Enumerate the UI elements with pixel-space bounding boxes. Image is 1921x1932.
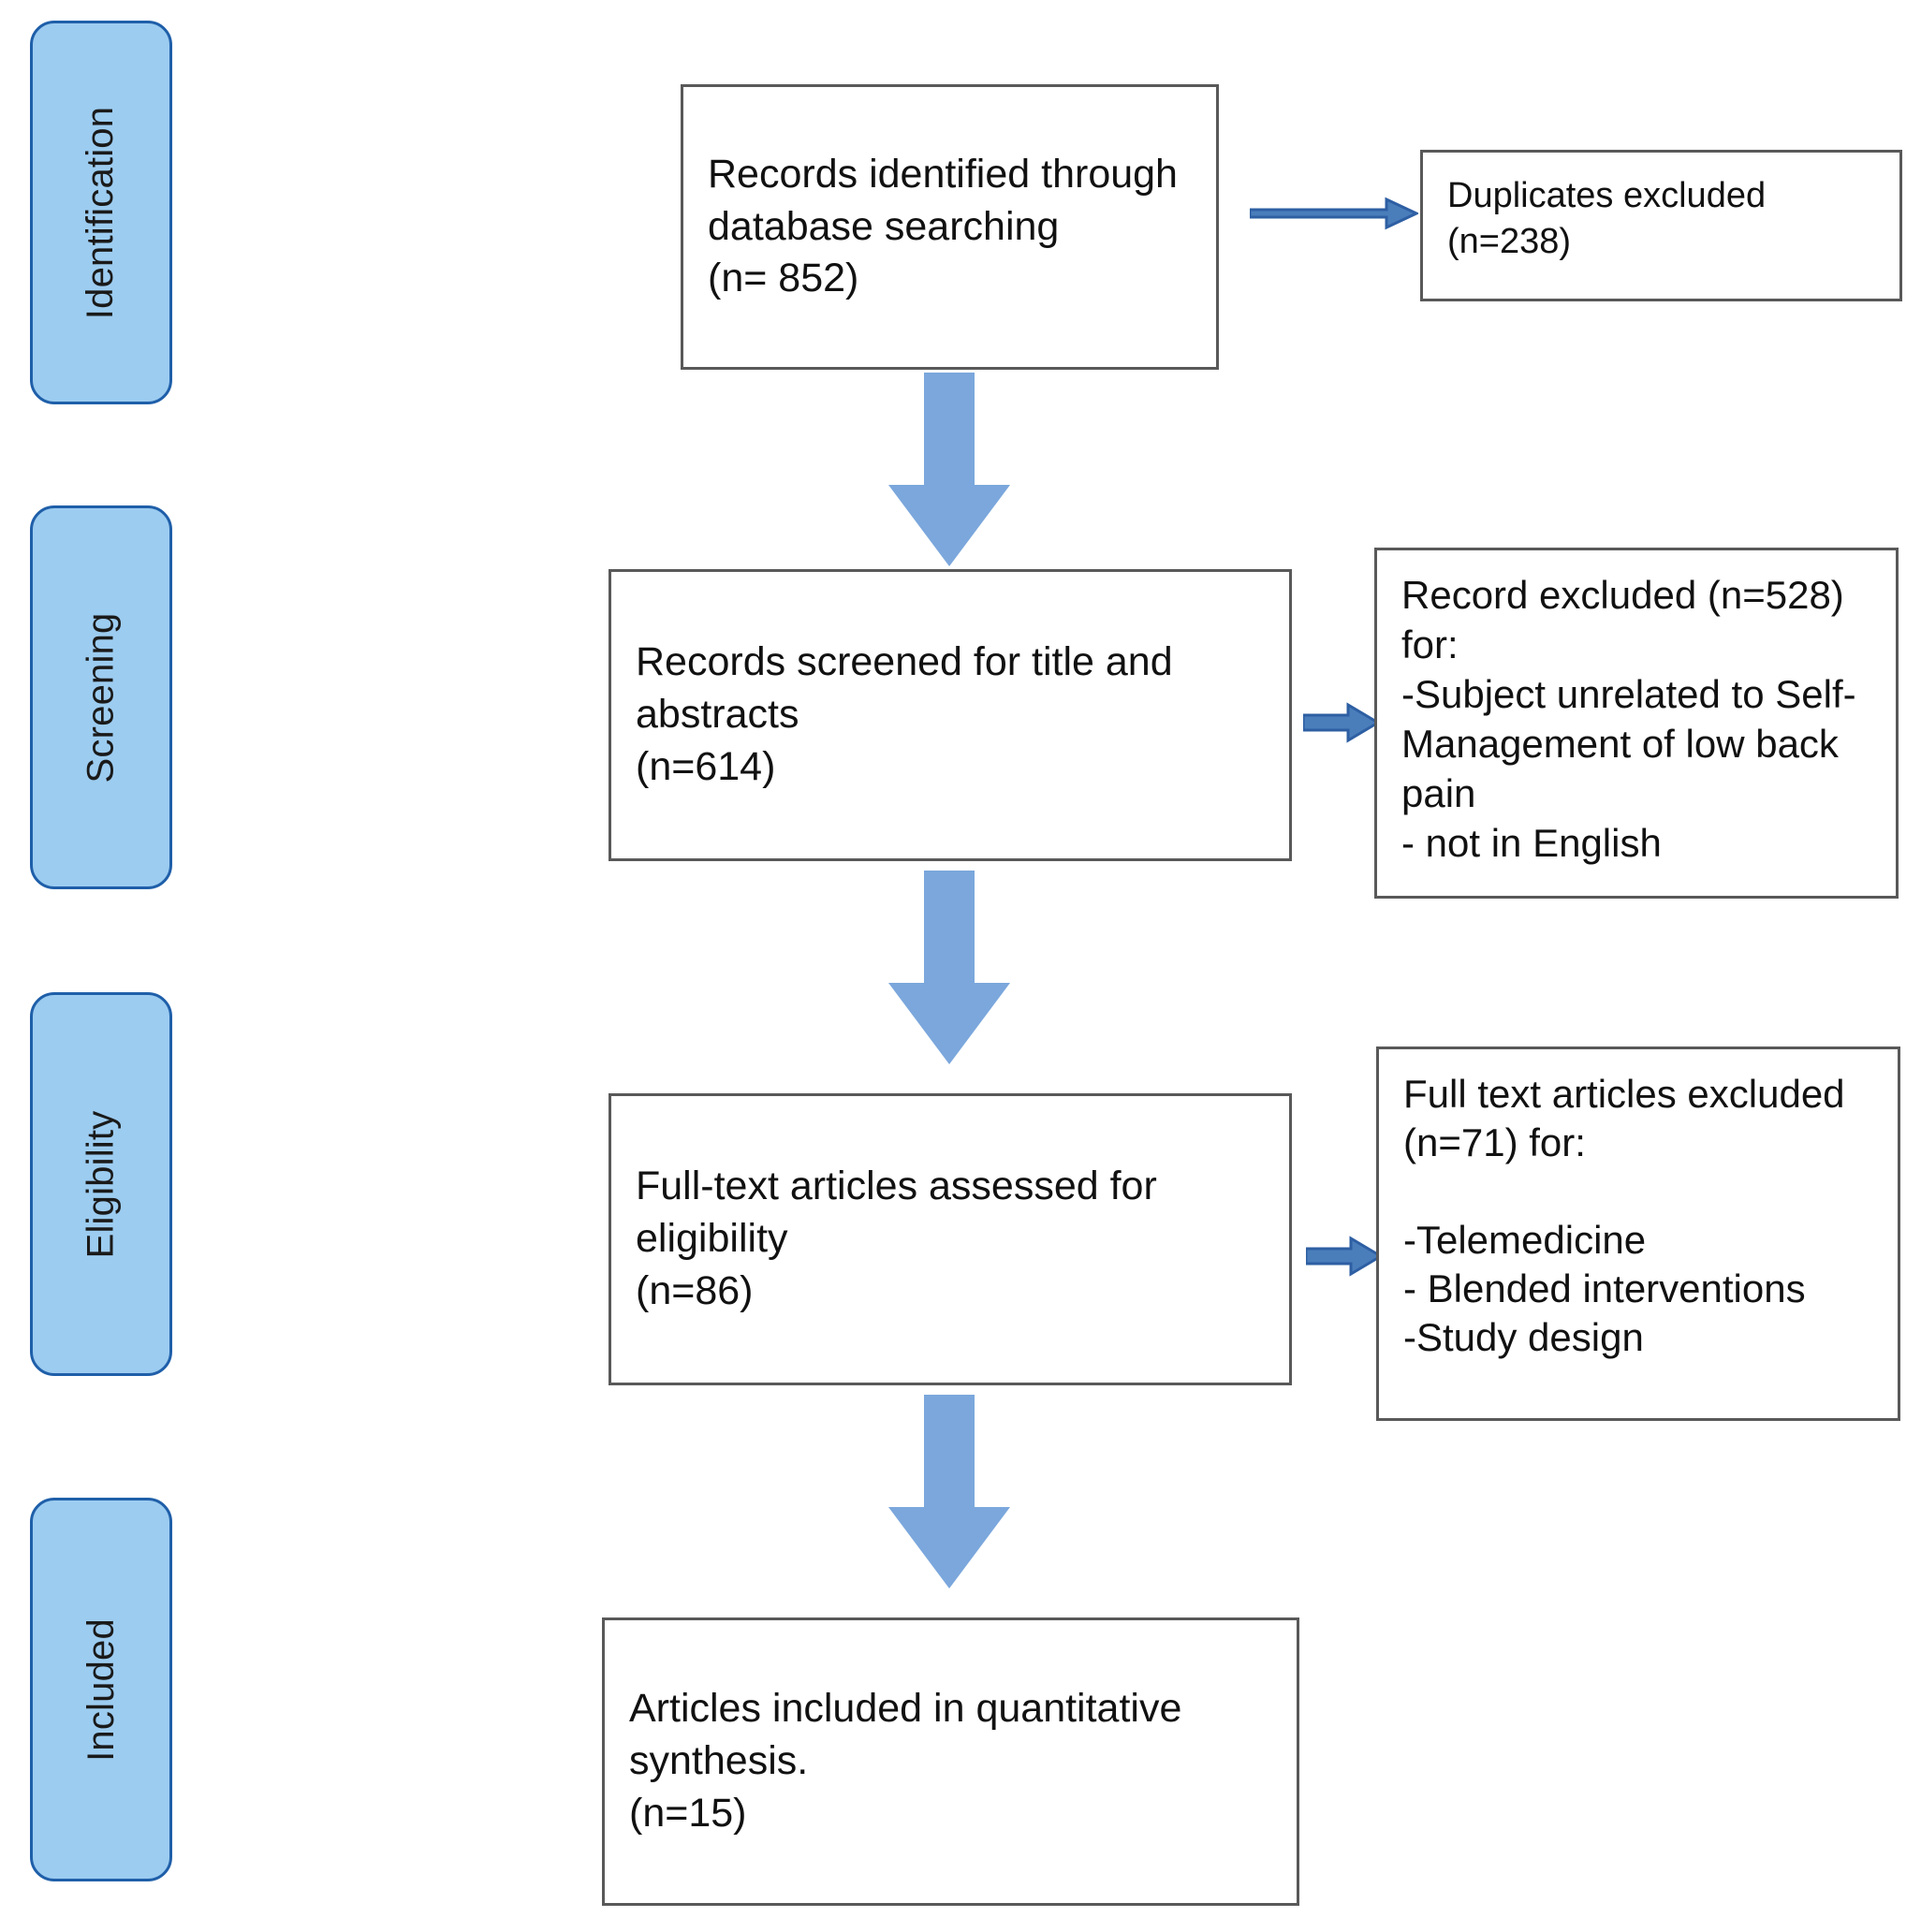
box-duplicates-excluded: Duplicates excluded (n=238) (1420, 150, 1902, 301)
arrow-screened-to-fulltext (887, 871, 1011, 1065)
box-records-identified-text: Records identified through database sear… (708, 151, 1178, 301)
arrow-screened-to-excluded (1303, 702, 1380, 743)
stage-pill-included: Included (30, 1498, 172, 1881)
arrow-fulltext-to-included (887, 1395, 1011, 1589)
stage-label-included: Included (80, 1617, 122, 1762)
box-fulltext-assessed-text: Full-text articles assessed for eligibil… (636, 1164, 1157, 1313)
box-articles-included-text: Articles included in quantitative synthe… (629, 1686, 1182, 1836)
box-fulltext-assessed: Full-text articles assessed for eligibil… (609, 1093, 1292, 1385)
stage-label-eligibility: Eligibility (80, 1110, 122, 1258)
stage-pill-identification: Identification (30, 21, 172, 404)
stage-label-identification: Identification (80, 106, 122, 319)
box-records-excluded: Record excluded (n=528) for: -Subject un… (1374, 548, 1899, 899)
box-records-excluded-text: Record excluded (n=528) for: -Subject un… (1401, 573, 1856, 865)
arrow-fulltext-to-excluded (1306, 1236, 1383, 1277)
box-records-identified: Records identified through database sear… (681, 84, 1219, 370)
box-fulltext-excluded-text: Full text articles excluded (n=71) for: … (1403, 1072, 1845, 1360)
box-fulltext-excluded: Full text articles excluded (n=71) for: … (1376, 1046, 1900, 1421)
stage-pill-screening: Screening (30, 505, 172, 889)
box-duplicates-excluded-text: Duplicates excluded (n=238) (1447, 176, 1767, 262)
box-articles-included: Articles included in quantitative synthe… (602, 1617, 1299, 1906)
arrow-identified-to-duplicates (1250, 193, 1418, 234)
arrow-identified-to-screened (887, 373, 1011, 567)
stage-pill-eligibility: Eligibility (30, 992, 172, 1376)
stage-label-screening: Screening (80, 612, 122, 783)
box-records-screened: Records screened for title and abstracts… (609, 569, 1292, 861)
box-records-screened-text: Records screened for title and abstracts… (636, 639, 1173, 789)
